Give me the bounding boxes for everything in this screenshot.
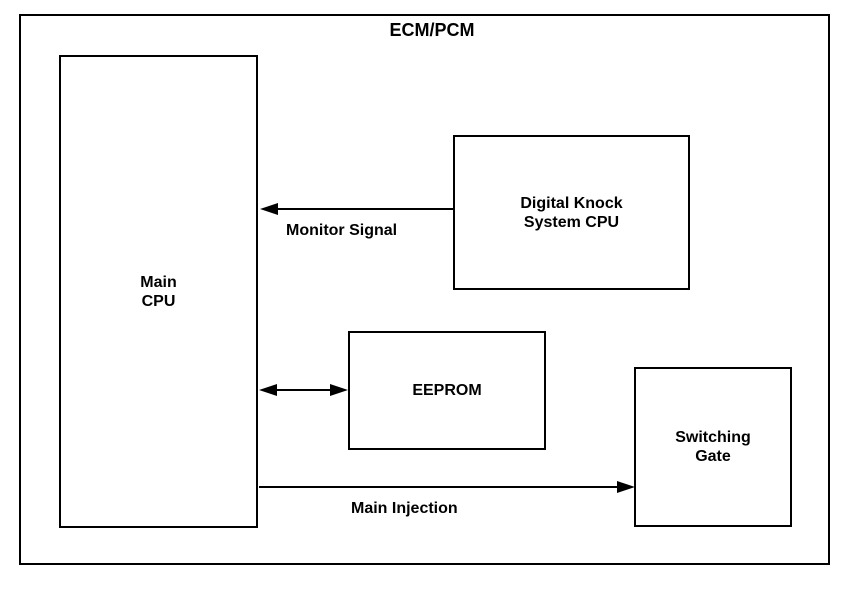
- edge-label-main-injection: Main Injection: [351, 500, 458, 517]
- node-eeprom[interactable]: EEPROM: [348, 331, 546, 450]
- edge-label-monitor-signal: Monitor Signal: [286, 222, 398, 239]
- node-main-cpu[interactable]: Main CPU: [59, 55, 258, 528]
- node-switching-gate-label: Switching Gate: [675, 429, 751, 465]
- page-title: ECM/PCM: [389, 20, 475, 40]
- node-switching-gate[interactable]: Switching Gate: [634, 367, 792, 527]
- ecm-pcm-outer-frame: [19, 14, 830, 565]
- node-eeprom-label: EEPROM: [412, 382, 482, 399]
- node-main-cpu-label: Main CPU: [140, 273, 177, 310]
- node-digital-knock-system-cpu[interactable]: Digital Knock System CPU: [453, 135, 690, 290]
- node-digital-knock-system-cpu-label: Digital Knock System CPU: [520, 194, 623, 231]
